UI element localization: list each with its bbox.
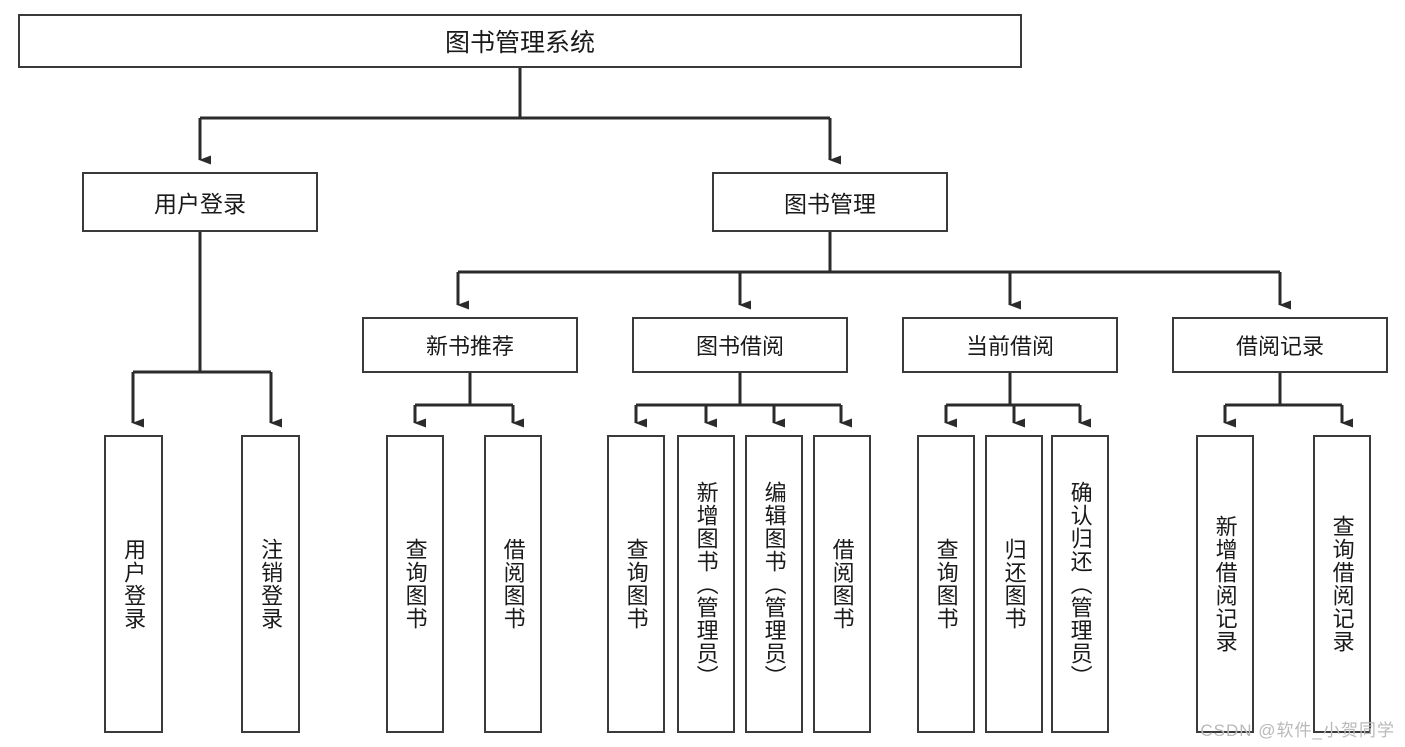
node-leaf-user-login-label: 用户登录 (121, 538, 147, 630)
node-leaf-add-book-label: 新增图书（管理员） (693, 480, 719, 688)
node-user-login[interactable]: 用户登录 (82, 172, 318, 232)
node-current-borrow[interactable]: 当前借阅 (902, 317, 1118, 373)
node-new-book-rec-label: 新书推荐 (425, 334, 514, 359)
node-book-borrow[interactable]: 图书借阅 (632, 317, 848, 373)
node-leaf-borrow-book-1[interactable]: 借阅图书 (484, 435, 542, 733)
node-leaf-return-book-label: 归还图书 (1001, 538, 1027, 630)
node-root[interactable]: 图书管理系统 (18, 14, 1022, 68)
node-leaf-user-logout-label: 注销登录 (258, 538, 284, 630)
node-leaf-query-book-3[interactable]: 查询图书 (917, 435, 975, 733)
node-leaf-borrow-book-2-label: 借阅图书 (829, 538, 855, 630)
node-leaf-borrow-book-2[interactable]: 借阅图书 (813, 435, 871, 733)
watermark: CSDN @软件_小贺同学 (1200, 721, 1395, 740)
node-leaf-edit-book[interactable]: 编辑图书（管理员） (745, 435, 803, 733)
node-leaf-confirm-return-label: 确认归还（管理员） (1067, 480, 1093, 688)
node-borrow-record[interactable]: 借阅记录 (1172, 317, 1388, 373)
node-book-borrow-label: 图书借阅 (695, 334, 784, 359)
node-user-login-label: 用户登录 (154, 191, 246, 217)
node-leaf-query-record[interactable]: 查询借阅记录 (1313, 435, 1371, 733)
node-leaf-query-book-3-label: 查询图书 (933, 538, 959, 630)
node-new-book-rec[interactable]: 新书推荐 (362, 317, 578, 373)
node-leaf-return-book[interactable]: 归还图书 (985, 435, 1043, 733)
node-current-borrow-label: 当前借阅 (965, 334, 1054, 359)
node-leaf-user-logout[interactable]: 注销登录 (241, 435, 300, 733)
node-leaf-add-record-label: 新增借阅记录 (1212, 515, 1238, 653)
node-leaf-edit-book-label: 编辑图书（管理员） (761, 480, 787, 688)
node-leaf-query-book-1-label: 查询图书 (402, 538, 428, 630)
node-leaf-add-record[interactable]: 新增借阅记录 (1196, 435, 1254, 733)
node-leaf-borrow-book-1-label: 借阅图书 (500, 538, 526, 630)
node-root-label: 图书管理系统 (444, 29, 595, 57)
node-leaf-confirm-return[interactable]: 确认归还（管理员） (1051, 435, 1109, 733)
node-borrow-record-label: 借阅记录 (1235, 334, 1324, 359)
node-leaf-add-book[interactable]: 新增图书（管理员） (677, 435, 735, 733)
node-leaf-query-book-1[interactable]: 查询图书 (386, 435, 444, 733)
node-book-manage[interactable]: 图书管理 (712, 172, 948, 232)
node-book-manage-label: 图书管理 (784, 191, 876, 217)
node-leaf-query-book-2-label: 查询图书 (623, 538, 649, 630)
node-leaf-query-record-label: 查询借阅记录 (1329, 515, 1355, 653)
node-leaf-query-book-2[interactable]: 查询图书 (607, 435, 665, 733)
node-leaf-user-login[interactable]: 用户登录 (104, 435, 163, 733)
